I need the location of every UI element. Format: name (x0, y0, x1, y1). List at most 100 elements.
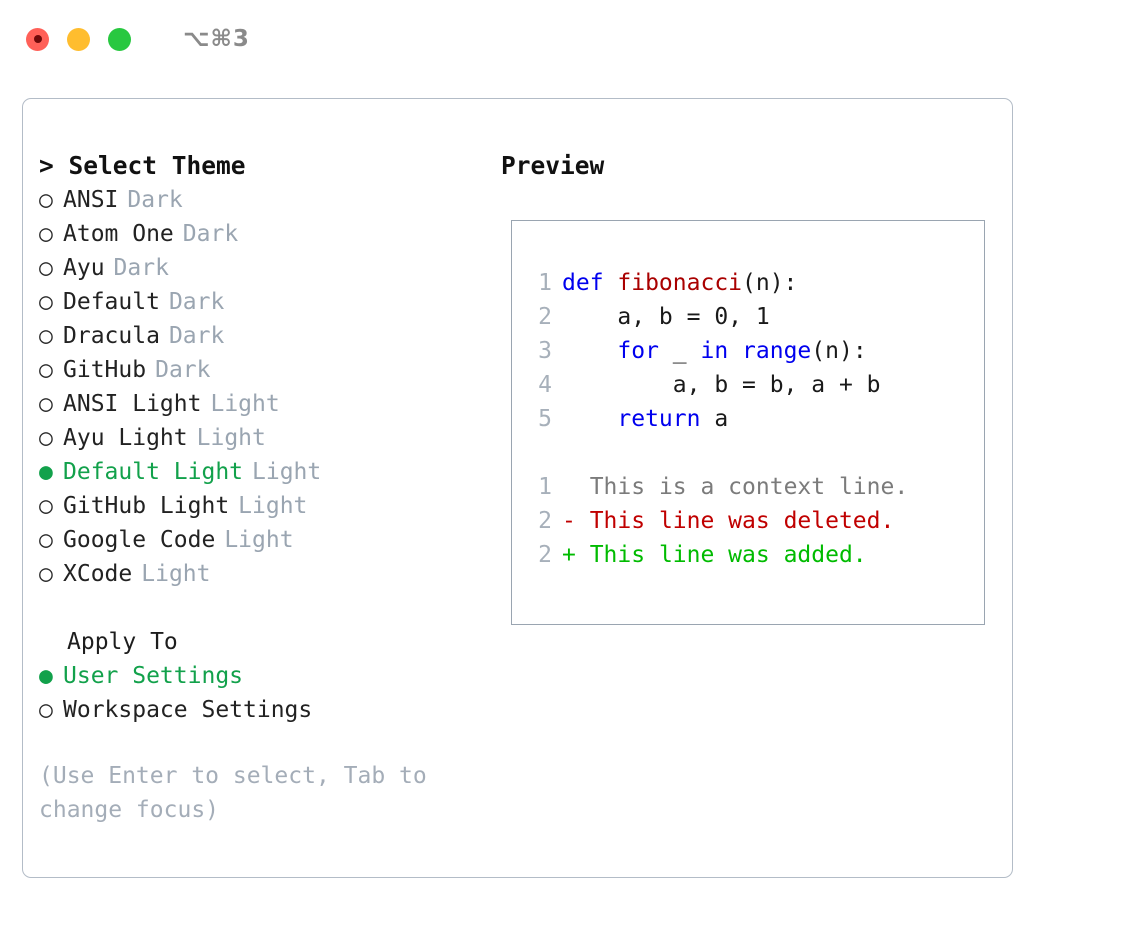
code-token: a, b = 0, 1 (562, 304, 770, 330)
code-blank-line (526, 436, 978, 470)
radio-selected-icon[interactable]: ● (39, 663, 53, 689)
preview-header: Preview (501, 151, 605, 180)
code-line: 4 a, b = b, a + b (526, 368, 978, 402)
theme-option-row[interactable]: ○ ANSI Dark (39, 183, 489, 217)
radio-unselected-icon[interactable]: ○ (39, 187, 53, 213)
theme-option-label: Google Code (63, 527, 216, 553)
code-line-text: a, b = b, a + b (562, 368, 881, 402)
radio-unselected-icon[interactable]: ○ (39, 323, 53, 349)
apply-to-option-label: User Settings (63, 663, 244, 689)
radio-unselected-icon[interactable]: ○ (39, 289, 53, 315)
theme-option-label: GitHub Light (63, 493, 230, 519)
section-spacer (39, 591, 489, 625)
apply-to-list[interactable]: ● User Settings ○Workspace Settings (39, 659, 489, 727)
theme-variant-tag: Dark (127, 187, 183, 213)
apply-to-option-row[interactable]: ○Workspace Settings (39, 693, 489, 727)
code-token: a, b = b, a + b (562, 372, 881, 398)
close-button-icon[interactable] (26, 27, 49, 51)
radio-selected-icon[interactable]: ● (39, 459, 53, 485)
code-line-text: for _ in range(n): (562, 334, 867, 368)
maximize-button-icon[interactable] (108, 27, 131, 51)
theme-variant-tag: Light (252, 459, 322, 485)
theme-variant-tag: Light (224, 527, 294, 553)
radio-unselected-icon[interactable]: ○ (39, 221, 53, 247)
code-token (562, 406, 617, 432)
code-line: 1 def fibonacci(n): (526, 266, 978, 300)
traffic-light-group (26, 27, 131, 51)
diff-line: 2 + This line was added. (526, 538, 978, 572)
code-token: def (562, 270, 618, 296)
code-token: for (617, 338, 659, 364)
line-number: 3 (538, 338, 552, 364)
theme-option-label: ANSI (63, 187, 119, 213)
theme-option-label: GitHub (63, 357, 147, 383)
theme-variant-tag: Light (238, 493, 308, 519)
keyboard-hint-text: (Use Enter to select, Tab to change focu… (39, 763, 441, 823)
theme-variant-tag: Dark (168, 323, 225, 349)
line-number: 1 (538, 474, 552, 500)
code-line: 3 for _ in range(n): (526, 334, 978, 368)
radio-unselected-icon[interactable]: ○ (39, 255, 53, 281)
diff-sample: 1 This is a context line.2- This line wa… (526, 470, 978, 572)
select-theme-header: > Select Theme (39, 151, 246, 180)
theme-option-row[interactable]: ○ Dracula Dark (39, 319, 489, 353)
code-token: (n): (742, 270, 798, 296)
code-token: range (742, 338, 812, 364)
theme-option-row[interactable]: ○ GitHub Dark (39, 353, 489, 387)
apply-to-header: Apply To (67, 629, 178, 655)
diff-line-text: This line was added. (575, 542, 867, 568)
radio-unselected-icon[interactable]: ○ (39, 391, 53, 417)
code-line: 2 a, b = 0, 1 (526, 300, 978, 334)
diff-marker: + (562, 542, 576, 568)
line-number: 1 (538, 270, 552, 296)
minimize-button-icon[interactable] (67, 27, 90, 51)
apply-to-option-row[interactable]: ● User Settings (39, 659, 489, 693)
theme-variant-tag: Dark (113, 255, 169, 281)
theme-variant-tag: Dark (182, 221, 239, 247)
theme-option-row[interactable]: ○ Ayu Light Light (39, 421, 489, 455)
line-number: 4 (538, 372, 552, 398)
radio-unselected-icon[interactable]: ○ (39, 527, 53, 553)
keyboard-shortcut-label: ⌥⌘3 (183, 26, 250, 52)
theme-option-row[interactable]: ○ Atom One Dark (39, 217, 489, 251)
code-token: return (617, 406, 701, 432)
radio-unselected-icon[interactable]: ○ (39, 697, 53, 723)
theme-option-row[interactable]: ○ Google Code Light (39, 523, 489, 557)
theme-variant-tag: Light (196, 425, 266, 451)
code-token: in (700, 338, 729, 364)
theme-option-label: Atom One (63, 221, 174, 247)
code-token: (n): (811, 338, 867, 364)
theme-variant-tag: Dark (155, 357, 211, 383)
code-token (728, 338, 742, 364)
line-number: 2 (538, 508, 552, 534)
line-number: 2 (538, 542, 552, 568)
code-line-text: def fibonacci(n): (562, 266, 797, 300)
theme-option-label: Dracula (63, 323, 160, 349)
radio-unselected-icon[interactable]: ○ (39, 561, 53, 587)
theme-option-label: Ayu Light (63, 425, 188, 451)
line-number: 5 (538, 406, 552, 432)
window-titlebar: ⌥⌘3 (0, 0, 1140, 78)
radio-unselected-icon[interactable]: ○ (39, 493, 53, 519)
diff-line-text: This line was deleted. (575, 508, 895, 534)
radio-unselected-icon[interactable]: ○ (39, 425, 53, 451)
diff-marker: - (562, 508, 576, 534)
theme-option-label: XCode (63, 561, 133, 587)
radio-unselected-icon[interactable]: ○ (39, 357, 53, 383)
theme-option-row[interactable]: ○ GitHub Light Light (39, 489, 489, 523)
code-line: 5 return a (526, 402, 978, 436)
theme-option-label: Default (63, 289, 160, 315)
